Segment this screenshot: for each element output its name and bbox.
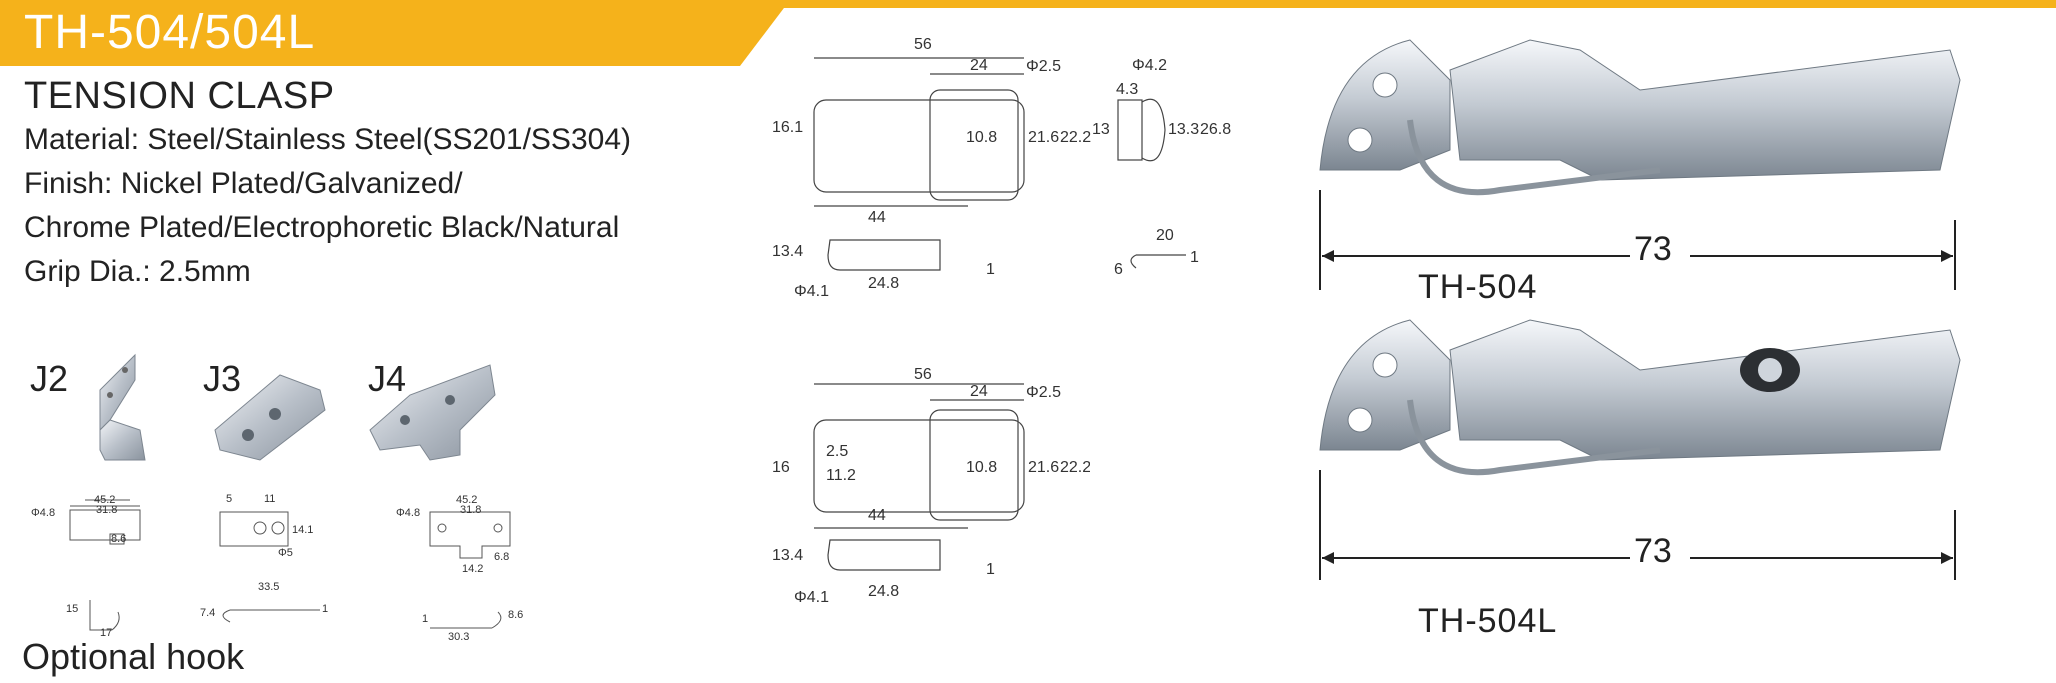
th504-slot-dim: 24	[970, 57, 988, 74]
th504-technical-drawing: 56 24 Φ2.5 16.1 10.8 21.6 22.2 44 13.4 Φ…	[772, 36, 1231, 300]
th504l-side-height-dim: 13.4	[772, 547, 803, 564]
banner-shape	[0, 0, 790, 66]
finish-line-1: Finish: Nickel Plated/Galvanized/	[24, 167, 463, 200]
j4-hole-dim: Φ4.8	[396, 507, 420, 519]
j2-hole-dim: Φ4.8	[31, 507, 55, 519]
th504-base-dim: 44	[868, 209, 886, 226]
title-banner: TH-504/504L	[0, 0, 790, 66]
j4-length-dim: 30.3	[448, 631, 469, 640]
j3-thickness-dim: 1	[322, 603, 328, 615]
j3-pitch-dim: 11	[264, 493, 275, 505]
th504-length: 73	[1634, 230, 1672, 268]
th504l-outer-dim: 22.2	[1060, 459, 1090, 476]
product-photos: 73 73	[1319, 39, 1961, 580]
catch-height-dim: 13	[1092, 121, 1110, 138]
th504l-lock-slot-dim: 11.2	[826, 467, 856, 484]
th504-side-height-dim: 13.4	[772, 243, 803, 260]
j3-length-dim: 33.5	[258, 581, 279, 593]
j2-pitch-dim: 31.8	[96, 504, 117, 516]
th504-inner-dim: 21.6	[1028, 129, 1059, 146]
hook-j3-label: J3	[203, 358, 242, 399]
th504l-length-dim: 56	[914, 366, 932, 383]
th504l-photo	[1319, 319, 1961, 476]
th504-width-dim: 16.1	[772, 119, 803, 136]
hook-j2-image	[99, 353, 146, 461]
hook-j4-image	[369, 364, 496, 461]
finish-line-2: Chrome Plated/Electrophoretic Black/Natu…	[24, 211, 620, 244]
material-line: Material: Steel/Stainless Steel(SS201/SS…	[24, 123, 631, 156]
optional-hook-label: Optional hook	[22, 636, 245, 677]
grip-line: Grip Dia.: 2.5mm	[24, 255, 251, 288]
j2-depth-dim: 17	[100, 627, 112, 639]
catch-hole-dim: Φ4.2	[1132, 57, 1167, 74]
j3-edge-dim: 5	[226, 493, 232, 505]
th504-model-label: TH-504	[1418, 268, 1538, 306]
product-code-title: TH-504/504L	[24, 6, 316, 59]
th504-gap-dim: 10.8	[966, 129, 997, 146]
catch-thick-dim: 1	[1190, 249, 1199, 266]
th504l-length: 73	[1634, 532, 1672, 570]
th504-photo	[1319, 39, 1961, 196]
th504l-base-dim: 44	[868, 507, 886, 524]
top-accent-bar	[0, 0, 2056, 8]
th504l-side-thick-dim: 1	[986, 561, 995, 578]
th504l-width-dim: 16	[772, 459, 790, 476]
th504-length-dim: 56	[914, 36, 932, 53]
j2-height-dim: 15	[66, 603, 78, 615]
product-type-title: TENSION CLASP	[24, 75, 335, 117]
th504l-technical-drawing: 56 24 Φ2.5 16 2.5 11.2 10.8 21.6 22.2 44…	[772, 366, 1090, 606]
th504l-slot-dim: 24	[970, 383, 988, 400]
th504l-model-label: TH-504L	[1418, 602, 1558, 640]
th504l-inner-dim: 21.6	[1028, 459, 1059, 476]
th504l-wire-dim: Φ2.5	[1026, 384, 1061, 401]
hook-j3-image	[214, 374, 326, 461]
catch-length-dim: 20	[1156, 227, 1174, 244]
hook-j2-label: J2	[30, 358, 69, 399]
catch-outer-dim: 26.8	[1200, 121, 1231, 138]
j4-pitch-dim: 31.8	[460, 504, 481, 516]
catch-inner-dim: 13.3	[1168, 121, 1199, 138]
j4-width-dim: 45.2	[456, 494, 477, 506]
th504-side-thick-dim: 1	[986, 261, 995, 278]
th504-side-hole-dim: Φ4.1	[794, 283, 829, 300]
j4-tab-width-dim: 14.2	[462, 563, 483, 575]
th504-wire-dim: Φ2.5	[1026, 58, 1061, 75]
th504l-side-hole-dim: Φ4.1	[794, 589, 829, 606]
catch-edge-dim: 4.3	[1116, 81, 1138, 98]
th504l-lock-hole-dim: 2.5	[826, 443, 848, 460]
catch-hook-dim: 6	[1114, 261, 1123, 278]
th504l-gap-dim: 10.8	[966, 459, 997, 476]
j3-hook-dim: 7.4	[200, 607, 215, 619]
spec-block: TENSION CLASP Material: Steel/Stainless …	[24, 74, 631, 294]
j4-hook-dim: 8.6	[508, 609, 523, 621]
optional-hooks-drawing: Φ4.8 45.2 31.8 8.6 15 17 5 11 14.1 Φ5 33…	[31, 353, 523, 640]
th504-side-pitch-dim: 24.8	[868, 275, 899, 292]
j2-slot-dim: 8.6	[111, 533, 126, 545]
j3-hole-dim: Φ5	[278, 547, 293, 559]
j4-thickness-dim: 1	[422, 613, 428, 625]
j2-width-dim: 45.2	[94, 494, 115, 506]
hook-j4-label: J4	[368, 358, 407, 399]
j3-height-dim: 14.1	[292, 524, 313, 536]
th504l-side-pitch-dim: 24.8	[868, 583, 899, 600]
th504-outer-dim: 22.2	[1060, 129, 1091, 146]
j4-tab-height-dim: 6.8	[494, 551, 509, 563]
